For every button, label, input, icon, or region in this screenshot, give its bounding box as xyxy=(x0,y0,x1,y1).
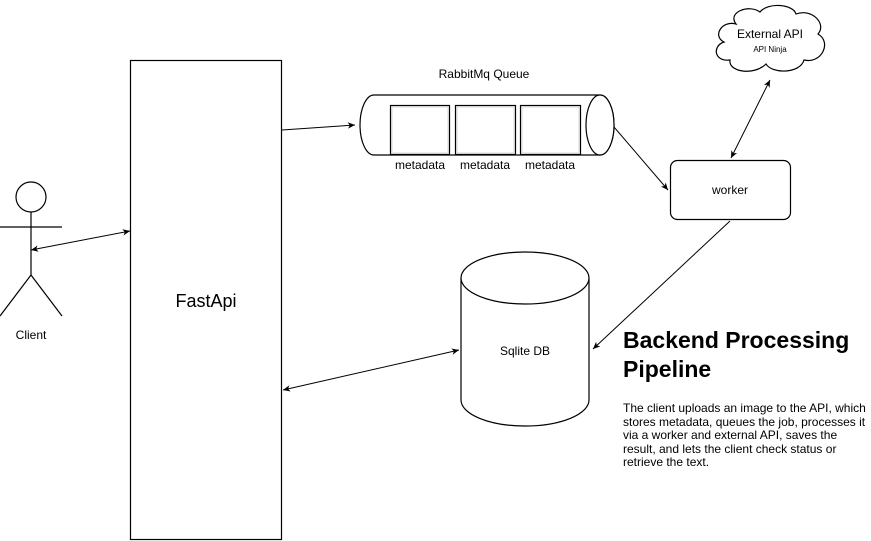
queue-message-2 xyxy=(454,104,517,156)
queue-item-label-2: metadata xyxy=(460,158,510,172)
worker-external-api-arrow xyxy=(730,79,771,159)
client-fastapi-arrow xyxy=(30,229,131,252)
sqlite-db-label: Sqlite DB xyxy=(500,344,550,358)
queue-item-label-3: metadata xyxy=(525,158,575,172)
sqlite-db-cylinder xyxy=(460,251,590,427)
connectors xyxy=(30,79,771,392)
fastapi-db-arrow xyxy=(282,348,460,392)
fastapi-label: FastApi xyxy=(175,291,236,311)
external-api-subtitle: API Ninja xyxy=(753,45,787,54)
worker-box xyxy=(669,159,792,221)
queue-title: RabbitMq Queue xyxy=(439,67,530,81)
fastapi-queue-arrow xyxy=(281,122,356,131)
queue-messages xyxy=(389,104,582,156)
fastapi-box xyxy=(129,59,283,541)
client-actor xyxy=(0,181,63,317)
note-title: Backend Processing Pipeline xyxy=(623,327,850,382)
client-label: Client xyxy=(16,328,47,342)
worker-label: worker xyxy=(711,183,748,197)
queue-message-1 xyxy=(389,104,451,156)
queue-item-label-1: metadata xyxy=(395,158,445,172)
queue-worker-arrow xyxy=(613,126,669,191)
external-api-cloud xyxy=(715,4,826,72)
worker-db-arrow xyxy=(592,220,731,350)
queue-message-3 xyxy=(519,104,582,156)
note-body: The client uploads an image to the API, … xyxy=(623,401,866,469)
external-api-title: External API xyxy=(737,27,803,41)
